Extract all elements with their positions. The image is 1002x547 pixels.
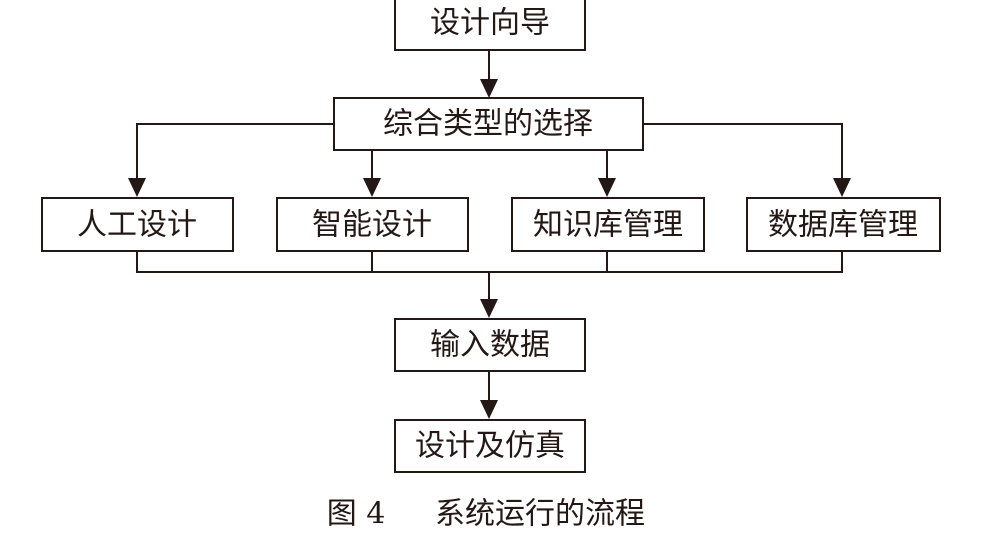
figure-caption: 图 4 系统运行的流程 (327, 497, 645, 532)
arrowhead-db (833, 178, 851, 197)
node-kb-management: 知识库管理 (511, 197, 705, 252)
node-design-wizard-label: 设计向导 (430, 6, 550, 41)
node-input-data: 输入数据 (394, 318, 586, 372)
arrowhead-manual (128, 178, 146, 197)
edge-selection-to-manual (136, 123, 334, 181)
figure-number: 图 4 (327, 497, 386, 532)
node-type-selection-label: 综合类型的选择 (383, 107, 593, 142)
node-design-wizard: 设计向导 (394, 0, 586, 51)
node-smart-design: 智能设计 (276, 197, 469, 252)
node-type-selection: 综合类型的选择 (333, 97, 644, 151)
arrowhead-selection (480, 79, 498, 98)
arrowhead-smart (363, 178, 381, 197)
node-manual-design-label: 人工设计 (77, 208, 197, 243)
arrowhead-kb (598, 178, 616, 197)
node-design-simulation: 设计及仿真 (394, 419, 586, 473)
node-manual-design: 人工设计 (41, 197, 234, 252)
edges (128, 50, 851, 419)
arrowhead-simulation (480, 400, 498, 419)
edge-selection-to-db (643, 123, 843, 181)
node-smart-design-label: 智能设计 (312, 208, 432, 243)
node-kb-management-label: 知识库管理 (533, 208, 683, 243)
arrowhead-input (480, 299, 498, 318)
node-design-simulation-label: 设计及仿真 (415, 429, 565, 464)
node-db-management-label: 数据库管理 (768, 208, 918, 243)
node-input-data-label: 输入数据 (430, 328, 550, 363)
node-db-management: 数据库管理 (746, 197, 941, 252)
figure-title: 系统运行的流程 (435, 497, 645, 532)
